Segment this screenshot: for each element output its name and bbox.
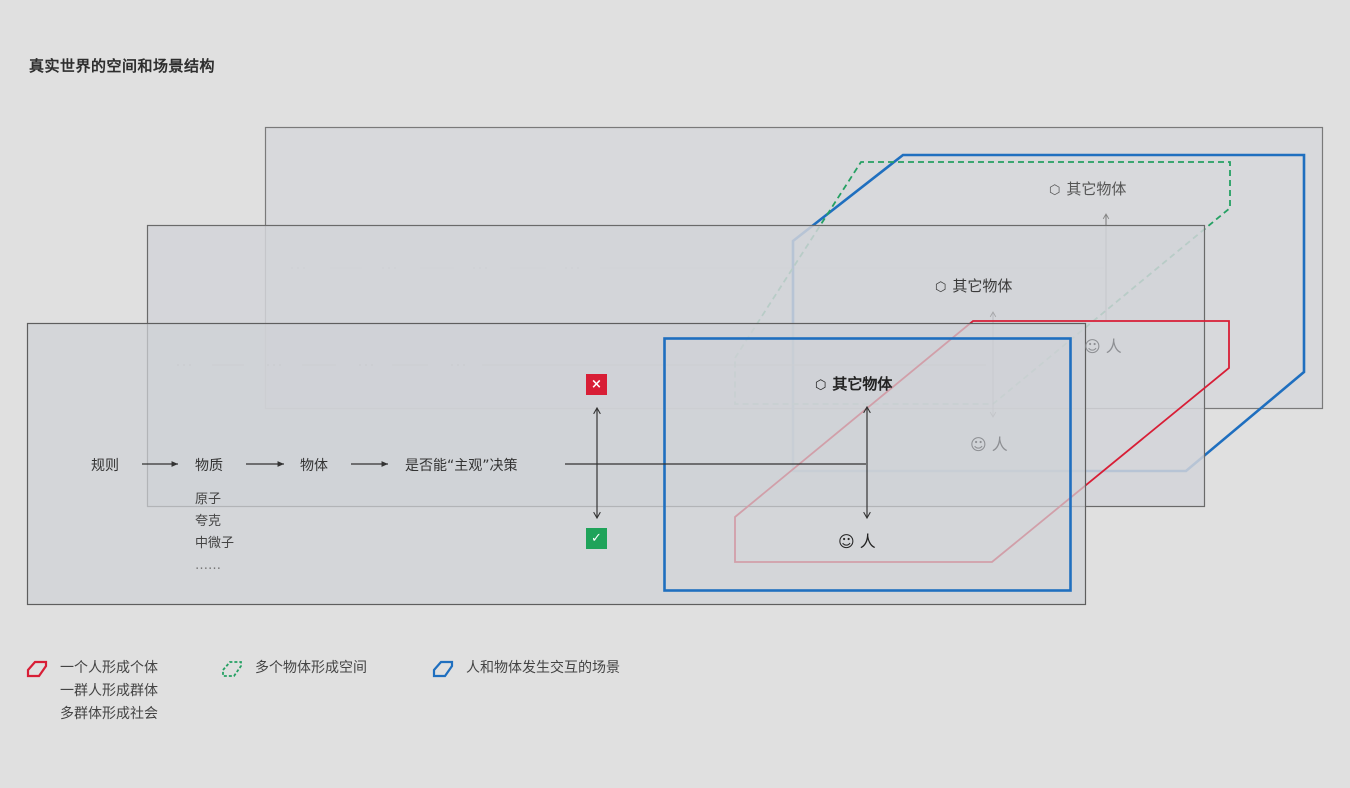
- blue-hexagon-icon: [432, 660, 454, 678]
- person-label-middle: ☺ 人: [970, 435, 1008, 454]
- smiley-icon: ☺: [1084, 337, 1101, 356]
- flow-step-decision: 是否能“主观”决策: [405, 458, 518, 474]
- legend-individual-line-2: 一群人形成群体: [60, 683, 158, 699]
- green-dashed-hexagon-icon: [222, 661, 242, 677]
- matter-example-atom: 原子: [195, 492, 222, 507]
- hexagon-icon: ⬡: [815, 378, 827, 393]
- legend-individual-line-1: 一个人形成个体: [60, 660, 158, 676]
- reject-icon: ×: [586, 374, 607, 395]
- accept-icon: ✓: [586, 528, 607, 549]
- diagram-title: 真实世界的空间和场景结构: [29, 57, 216, 75]
- object-label-middle: ⬡其它物体: [935, 277, 1013, 295]
- person-label-back: ☺ 人: [1084, 337, 1122, 356]
- smiley-icon: ☺: [970, 435, 987, 454]
- legend-individual: 一个人形成个体 一群人形成群体 多群体形成社会: [26, 657, 158, 726]
- matter-example-quark: 夸克: [195, 514, 222, 529]
- smiley-icon: ☺: [838, 532, 855, 551]
- legend-space: 多个物体形成空间: [221, 657, 367, 680]
- legend-scene-line-1: 人和物体发生交互的场景: [466, 660, 620, 676]
- matter-example-neutrino: 中微子: [195, 536, 235, 551]
- flow-step-rules: 规则: [91, 458, 119, 474]
- red-hexagon-icon: [26, 660, 48, 678]
- object-label-back: ⬡其它物体: [1049, 180, 1127, 198]
- hexagon-icon: ⬡: [935, 280, 947, 295]
- matter-example-more: ……: [195, 558, 221, 573]
- legend-space-line-1: 多个物体形成空间: [255, 660, 367, 676]
- legend-individual-line-3: 多群体形成社会: [60, 706, 158, 722]
- flow-step-matter: 物质: [195, 458, 223, 474]
- legend-scene: 人和物体发生交互的场景: [432, 657, 620, 680]
- layer-front: [26, 322, 1087, 606]
- object-label-front: ⬡其它物体: [815, 375, 893, 393]
- hexagon-icon: ⬡: [1049, 183, 1061, 198]
- matter-examples: 原子 夸克 中微子 ……: [195, 489, 234, 577]
- flow-step-object: 物体: [300, 458, 328, 474]
- person-label-front: ☺ 人: [838, 532, 876, 551]
